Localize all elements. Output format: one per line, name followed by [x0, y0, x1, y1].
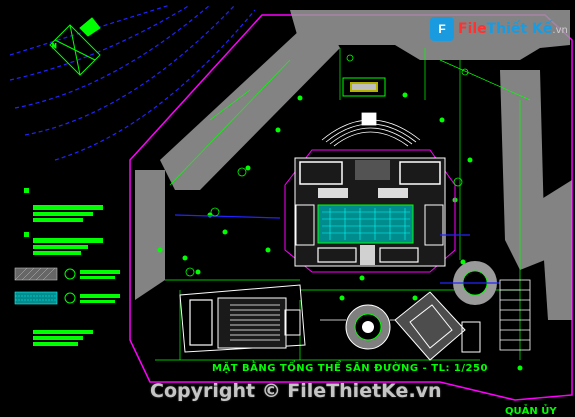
auditorium-building: [179, 284, 306, 353]
trees: [157, 92, 523, 371]
logo-text: FileThiết Kế.vn: [458, 21, 568, 37]
watermark: Copyright © FileThietKe.vn: [150, 380, 442, 402]
corner-label: QUẢN ỦY: [505, 406, 557, 417]
roads: [135, 10, 572, 320]
dimension-lines: [155, 48, 531, 361]
drawing-title: MẶT BẰNG TỔNG THỂ SÂN ĐƯỜNG - TL: 1/250: [212, 363, 488, 374]
amphitheater: [321, 112, 421, 147]
legend-hatch-grey: [14, 267, 120, 281]
top-pavilion: [342, 77, 386, 97]
logo-brand-accent: Thiết Kế: [486, 21, 553, 37]
logo-brand-suffix: .vn: [552, 25, 568, 36]
logo-brand-main: File: [458, 21, 487, 37]
contour-lines: [9, 4, 256, 161]
right-roundabout: [440, 261, 500, 305]
angled-building: [394, 291, 481, 361]
legend-hatch-water: [14, 291, 120, 305]
north-arrow-icon: N: [49, 17, 101, 76]
logo-mark: F: [430, 17, 454, 41]
axis-lines: [174, 214, 470, 236]
filethietke-logo-icon: F FileThiết Kế.vn: [430, 14, 570, 44]
legend: [14, 188, 120, 346]
main-building-outline: [284, 149, 456, 273]
legend-item-3: [33, 330, 93, 346]
legend-item-2: [24, 232, 103, 255]
svg-text:N: N: [52, 43, 57, 50]
main-building: [294, 157, 446, 267]
right-side-building: [499, 279, 531, 351]
legend-item-1: [24, 188, 103, 222]
level-markers: [185, 54, 469, 277]
round-plaza: [320, 304, 420, 350]
